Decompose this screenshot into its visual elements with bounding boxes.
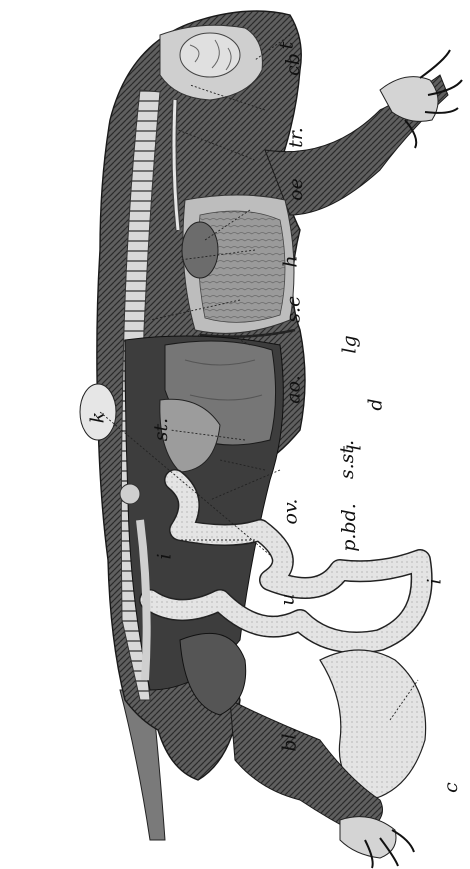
heart bbox=[182, 222, 218, 278]
label-st-small: st. bbox=[152, 418, 171, 441]
ovary bbox=[120, 484, 140, 504]
label-p-bd: p.bd. bbox=[340, 503, 359, 552]
label-i: i bbox=[426, 578, 445, 584]
label-bl: bl. bbox=[281, 727, 300, 751]
label-u: u bbox=[279, 593, 298, 605]
label-c: c bbox=[442, 782, 461, 793]
label-tr: tr. bbox=[287, 127, 306, 148]
label-lg: lg bbox=[341, 335, 360, 353]
label-d: d bbox=[367, 398, 386, 410]
label-h: h bbox=[282, 255, 301, 267]
label-sc: s.c bbox=[285, 296, 304, 322]
label-i-small: i bbox=[156, 553, 175, 559]
label-s-st: s.st. bbox=[338, 440, 357, 479]
label-cb: cb bbox=[284, 53, 303, 76]
label-oe: oe bbox=[287, 178, 306, 201]
hind-paw bbox=[340, 817, 396, 858]
label-k: k bbox=[88, 412, 107, 424]
label-ao: ao. bbox=[285, 375, 304, 403]
label-ov: ov. bbox=[281, 499, 300, 525]
label-t: t bbox=[277, 42, 296, 50]
